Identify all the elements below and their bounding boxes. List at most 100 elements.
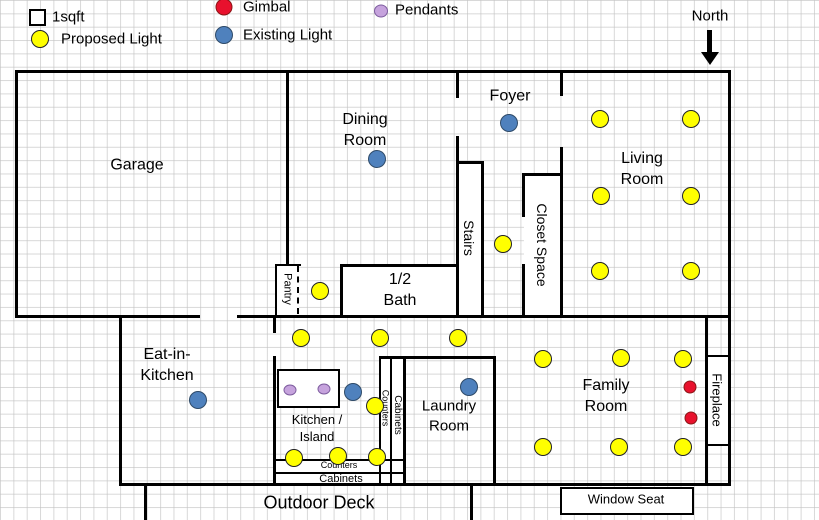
wall [456, 136, 459, 318]
wall [705, 444, 731, 446]
stairs-label: Stairs [461, 220, 477, 256]
proposed-light-dot [534, 350, 552, 368]
wall [705, 315, 708, 486]
proposed-light-dot [682, 187, 700, 205]
proposed-light-dot [329, 447, 347, 465]
sqft-legend-label: 1sqft [52, 8, 85, 26]
pendants-legend-label: Pendants [395, 1, 459, 19]
foyer-label: Foyer [489, 87, 531, 105]
wall [340, 264, 459, 267]
wall [493, 356, 496, 486]
stairs-box [457, 162, 482, 316]
closet-space-label: Closet Space [534, 203, 550, 287]
wall [379, 357, 381, 483]
fireplace-label: Fireplace [709, 373, 725, 427]
pendant-light-dot [283, 384, 297, 396]
proposed-light-dot [292, 329, 310, 347]
wall [15, 70, 731, 73]
half-bath-label: 1/2 Bath [383, 271, 417, 309]
window-seat-label: Window Seat [587, 491, 665, 507]
proposed-light-dot [592, 187, 610, 205]
wall [379, 356, 496, 359]
proposed-light-dot [311, 282, 329, 300]
wall [728, 315, 731, 486]
wall [481, 161, 484, 318]
existing-light-dot [460, 378, 478, 396]
pendant-light-dot [317, 383, 331, 395]
north-arrow-icon [707, 30, 712, 53]
kitchen-island-label: Kitchen / Island [291, 412, 343, 444]
dining-room-label: Dining Room [342, 111, 388, 149]
pendants-legend-icon [374, 4, 388, 18]
wall [273, 356, 276, 486]
wall [456, 70, 459, 98]
proposed-light-legend-icon [31, 30, 49, 48]
closet-box [524, 174, 560, 316]
wall [277, 369, 340, 371]
existing-light-legend-icon [215, 26, 233, 44]
wall [560, 70, 563, 96]
wall [457, 161, 484, 164]
proposed-light-dot [449, 329, 467, 347]
north-arrow-head [701, 52, 719, 65]
fireplace-box [706, 356, 729, 445]
cabinets-horizontal-label: Cabinets [319, 472, 363, 485]
counters-horizontal-label: Counters [320, 460, 358, 471]
existing-light-dot [500, 114, 518, 132]
gimbal-light-dot [683, 380, 697, 394]
half-bath-box [342, 266, 457, 316]
garage-label: Garage [110, 156, 164, 174]
wall [286, 70, 289, 266]
proposed-light-dot [534, 438, 552, 456]
wall [144, 486, 147, 520]
existing-light-legend-label: Existing Light [243, 26, 333, 44]
wall [275, 264, 277, 316]
gimbal-legend-icon [215, 0, 233, 16]
pantry-label: Pantry [281, 273, 294, 305]
eat-in-kitchen-label: Eat-in- Kitchen [140, 346, 194, 384]
laundry-room-label: Laundry Room [421, 397, 477, 435]
wall [119, 315, 122, 486]
proposed-light-dot [682, 262, 700, 280]
proposed-light-dot [674, 350, 692, 368]
wall [403, 356, 406, 486]
proposed-light-dot [591, 110, 609, 128]
wall [340, 264, 343, 318]
wall [560, 147, 563, 318]
wall [338, 369, 340, 408]
wall [119, 483, 731, 486]
pantry-door-dashed-line [297, 266, 299, 314]
wall [15, 70, 18, 318]
proposed-light-dot [285, 449, 303, 467]
existing-light-dot [368, 150, 386, 168]
proposed-light-dot [674, 438, 692, 456]
wall [523, 173, 561, 176]
proposed-light-dot [591, 262, 609, 280]
existing-light-dot [344, 383, 362, 401]
wall [237, 315, 731, 318]
proposed-light-dot [612, 349, 630, 367]
gimbal-legend-label: Gimbal [243, 0, 291, 16]
wall [277, 369, 279, 408]
wall [522, 264, 525, 318]
proposed-light-legend-label: Proposed Light [61, 30, 162, 48]
proposed-light-dot [682, 110, 700, 128]
gimbal-light-dot [684, 411, 698, 425]
wall [705, 355, 731, 357]
window-seat-outline [560, 487, 694, 515]
wall [273, 315, 276, 333]
proposed-light-dot [366, 397, 384, 415]
wall [273, 472, 405, 474]
proposed-light-dot [610, 438, 628, 456]
wall [470, 486, 473, 520]
existing-light-dot [189, 391, 207, 409]
wall [728, 70, 731, 318]
wall [277, 406, 340, 408]
proposed-light-dot [368, 448, 386, 466]
outdoor-deck-label: Outdoor Deck [263, 492, 375, 513]
wall [390, 357, 392, 483]
living-room-label: Living Room [620, 150, 664, 188]
proposed-light-dot [494, 235, 512, 253]
